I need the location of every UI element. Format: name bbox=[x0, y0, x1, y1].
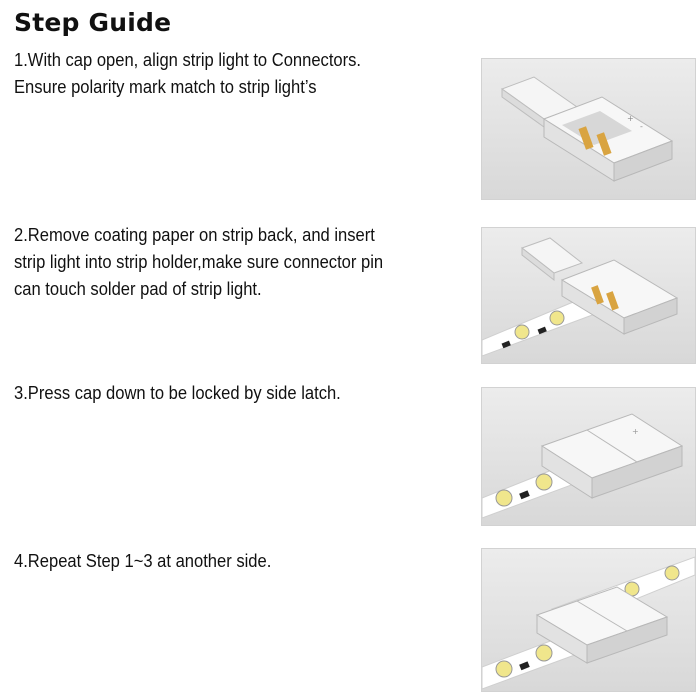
step-1-text: 1.With cap open, align strip light to Co… bbox=[14, 47, 410, 101]
step-2-line-1: 2.Remove coating paper on strip back, an… bbox=[14, 225, 375, 245]
step-3-line-1: 3.Press cap down to be locked by side la… bbox=[14, 383, 341, 403]
svg-text:-: - bbox=[640, 122, 643, 131]
step-2-photo bbox=[481, 227, 696, 364]
step-1-photo: + - bbox=[481, 58, 696, 200]
step-3-photo: + bbox=[481, 387, 696, 526]
strip-insert-illustration bbox=[482, 228, 695, 363]
step-2-line-3: can touch solder pad of strip light. bbox=[14, 279, 262, 299]
both-sides-illustration bbox=[482, 549, 695, 691]
step-1-line-1: 1.With cap open, align strip light to Co… bbox=[14, 50, 362, 70]
svg-text:+: + bbox=[627, 114, 634, 123]
step-4-text: 4.Repeat Step 1~3 at another side. bbox=[14, 548, 410, 575]
step-1-line-2: Ensure polarity mark match to strip ligh… bbox=[14, 77, 317, 97]
page-title: Step Guide bbox=[14, 8, 172, 37]
step-2-line-2: strip light into strip holder,make sure … bbox=[14, 252, 384, 272]
svg-text:+: + bbox=[632, 427, 639, 436]
step-2-text: 2.Remove coating paper on strip back, an… bbox=[14, 222, 410, 303]
connector-open-illustration: + - bbox=[482, 59, 695, 199]
step-4-line-1: 4.Repeat Step 1~3 at another side. bbox=[14, 551, 272, 571]
step-3-text: 3.Press cap down to be locked by side la… bbox=[14, 380, 410, 407]
cap-locked-illustration: + bbox=[482, 388, 695, 525]
step-4-photo bbox=[481, 548, 696, 692]
